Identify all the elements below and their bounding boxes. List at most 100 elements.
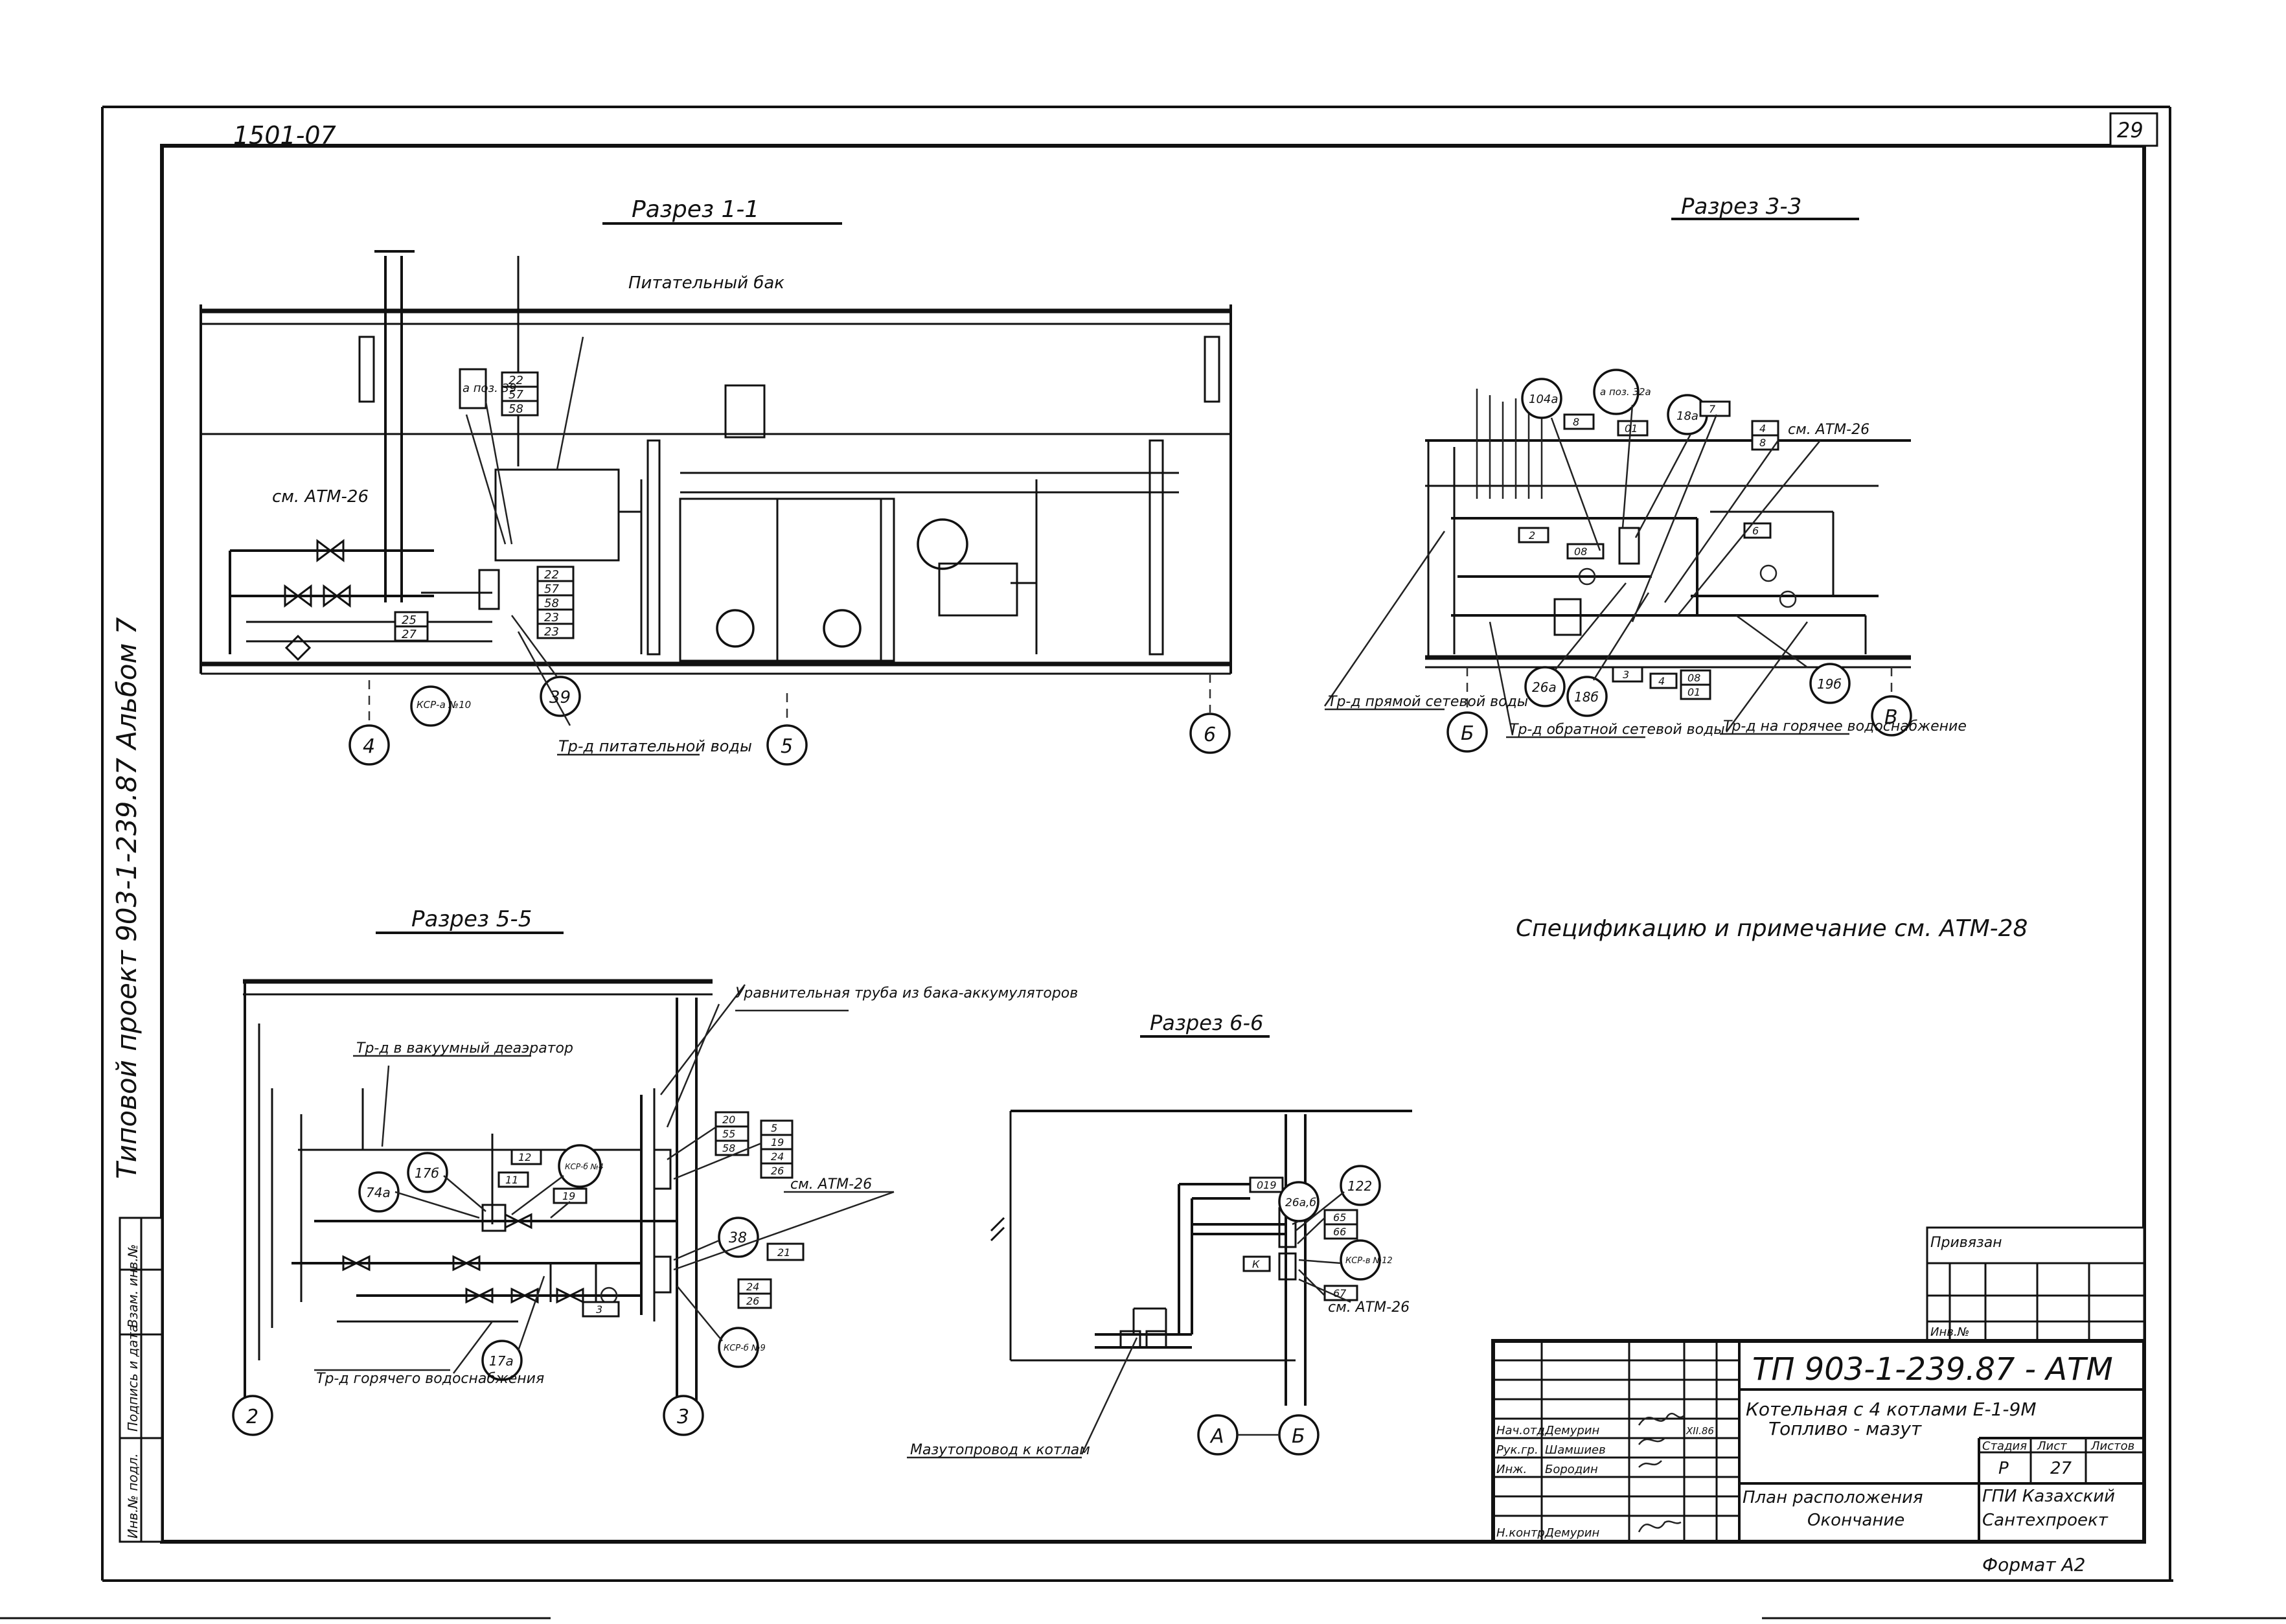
s33-tag: 08 — [1574, 545, 1587, 558]
s33-tag: 8 — [1759, 437, 1766, 449]
tb-sheet: 27 — [2050, 1459, 2072, 1478]
s33-tag: 6 — [1752, 525, 1759, 537]
s66-tag: 26а,б — [1285, 1196, 1316, 1209]
section-5-5 — [232, 932, 895, 1436]
s55-deaerator-pipe-label: Тр-д в вакуумный деаэратор — [356, 1040, 573, 1057]
section-5-5-title: Разрез 5-5 — [411, 906, 532, 932]
section-6-6 — [907, 1035, 1412, 1459]
s11-tag-39: 39 — [549, 688, 571, 707]
s55-tag: 26 — [746, 1295, 759, 1307]
s33-tag: 19б — [1817, 676, 1842, 692]
section-1-1-title: Разрез 1-1 — [632, 196, 759, 223]
tb-org-2: Сантехпроект — [1982, 1511, 2109, 1530]
s55-ref-label: см. АТМ-26 — [790, 1176, 872, 1193]
s55-tag: 11 — [505, 1174, 518, 1186]
tb-sheet-title-2: Окончание — [1807, 1511, 1904, 1530]
s33-tag: 104а — [1529, 393, 1558, 406]
s55-tag: 24 — [746, 1281, 759, 1293]
s66-tag: КСР-в №12 — [1345, 1256, 1393, 1266]
sheet-format: Формат А2 — [1982, 1554, 2085, 1575]
s33-tag: 18б — [1574, 689, 1599, 705]
tb-object-2: Топливо - мазут — [1768, 1418, 1922, 1439]
s66-tag: 122 — [1347, 1178, 1372, 1194]
s55-tag: 17б — [415, 1165, 439, 1181]
side-strip — [119, 1217, 163, 1543]
page-number: 29 — [2117, 118, 2143, 143]
tb-code: ТП 903-1-239.87 - АТМ — [1752, 1351, 2113, 1388]
s33-return-pipe-label: Тр-д обратной сетевой воды — [1509, 722, 1725, 738]
tb-date: XII.86 — [1686, 1425, 1714, 1437]
side-header-inv: Инв.№ подл. — [125, 1453, 141, 1538]
s33-tag: 08 — [1687, 672, 1700, 684]
s11-tag: 57 — [544, 582, 559, 596]
title-block — [1491, 1226, 2146, 1544]
side-header-sign: Подпись и дата — [125, 1324, 141, 1432]
s55-tag: 74а — [366, 1185, 391, 1200]
s11-tag-pos39: а поз. 39 — [463, 382, 516, 395]
s55-tag: 24 — [771, 1150, 784, 1163]
s66-tag: 019 — [1257, 1179, 1277, 1191]
s33-tag: а поз. 32а — [1600, 386, 1651, 398]
s11-tag: 22 — [544, 568, 559, 582]
spec-note: Спецификацию и примечание см. АТМ-28 — [1516, 915, 2028, 942]
tb-role-3: Инж. — [1496, 1463, 1527, 1476]
axis-6: 6 — [1204, 724, 1216, 746]
s66-ref-label: см. АТМ-26 — [1328, 1299, 1410, 1316]
section-1-1 — [200, 222, 1232, 766]
tb-sheet-title-1: План расположения — [1743, 1488, 1923, 1507]
axis-5: 5 — [781, 735, 793, 758]
axis-b-66: Б — [1292, 1425, 1305, 1448]
s55-tag: 19 — [562, 1190, 575, 1202]
s55-hot-water-label: Тр-д горячего водоснабжения — [316, 1371, 544, 1387]
tb-role-2: Рук.гр. — [1496, 1443, 1538, 1457]
tb-name-1: Демурин — [1544, 1424, 1599, 1437]
tb-name-3: Бородин — [1545, 1463, 1598, 1476]
section-6-6-title: Разрез 6-6 — [1150, 1011, 1263, 1035]
s66-tag: К — [1252, 1258, 1260, 1270]
s55-tag: 17а — [489, 1353, 514, 1369]
s55-tag: 58 — [722, 1142, 735, 1154]
s55-tag: 5 — [771, 1122, 777, 1134]
tb-role-1: Нач.отд. — [1496, 1424, 1549, 1437]
s11-tag: 25 — [402, 613, 417, 627]
s55-tag: 21 — [777, 1246, 790, 1259]
s33-tag: 01 — [1687, 686, 1700, 698]
s11-tag: 22 — [509, 374, 523, 387]
s66-fuel-pipe-label: Мазутопровод к котлам — [910, 1442, 1090, 1458]
tb-inv: Инв.№ — [1930, 1325, 1969, 1339]
axis-v: В — [1884, 706, 1898, 729]
s55-tag: КСР-б №9 — [724, 1344, 766, 1353]
signatures — [1638, 1412, 1685, 1533]
side-project-text: Типовой проект 903-1-239.87 Альбом 7 — [111, 617, 143, 1179]
tb-name-4: Демурин — [1544, 1526, 1599, 1540]
s33-tag: 01 — [1625, 422, 1638, 435]
s33-tag: 8 — [1573, 416, 1579, 428]
s33-ref-label: см. АТМ-26 — [1788, 422, 1869, 438]
tb-privyazan: Привязан — [1930, 1235, 2002, 1251]
s55-tag: 38 — [729, 1230, 747, 1246]
tb-org-1: ГПИ Казахский — [1982, 1487, 2115, 1506]
s66-tag: 67 — [1333, 1287, 1347, 1299]
s33-hot-water-label: Тр-д на горячее водоснабжение — [1723, 718, 1967, 735]
s55-tag: 12 — [518, 1151, 531, 1163]
axis-b: Б — [1461, 722, 1474, 745]
sheet-code: 1501-07 — [233, 121, 336, 150]
s33-tag: 2 — [1529, 529, 1535, 542]
s66-tag: 66 — [1333, 1226, 1346, 1238]
tb-stage: Р — [1998, 1459, 2009, 1478]
s11-ref-label: см. АТМ-26 — [272, 487, 369, 507]
s33-tag: 18а — [1676, 409, 1698, 423]
s33-tag: 7 — [1709, 403, 1716, 415]
section-3-3-title: Разрез 3-3 — [1681, 194, 1801, 220]
s11-tag: 23 — [544, 611, 559, 624]
tb-sheet-head: Лист — [2037, 1439, 2067, 1453]
s33-tag: 4 — [1759, 422, 1766, 435]
s33-tag: 26а — [1532, 680, 1557, 695]
axis-2: 2 — [246, 1406, 258, 1428]
axis-3: 3 — [677, 1406, 689, 1428]
s55-equalizing-pipe-label: Уравнительная труба из бака-аккумуляторо… — [735, 985, 1078, 1001]
s55-tag: 3 — [596, 1303, 602, 1316]
axis-4: 4 — [363, 735, 375, 758]
tb-sheets-head: Листов — [2090, 1439, 2134, 1453]
